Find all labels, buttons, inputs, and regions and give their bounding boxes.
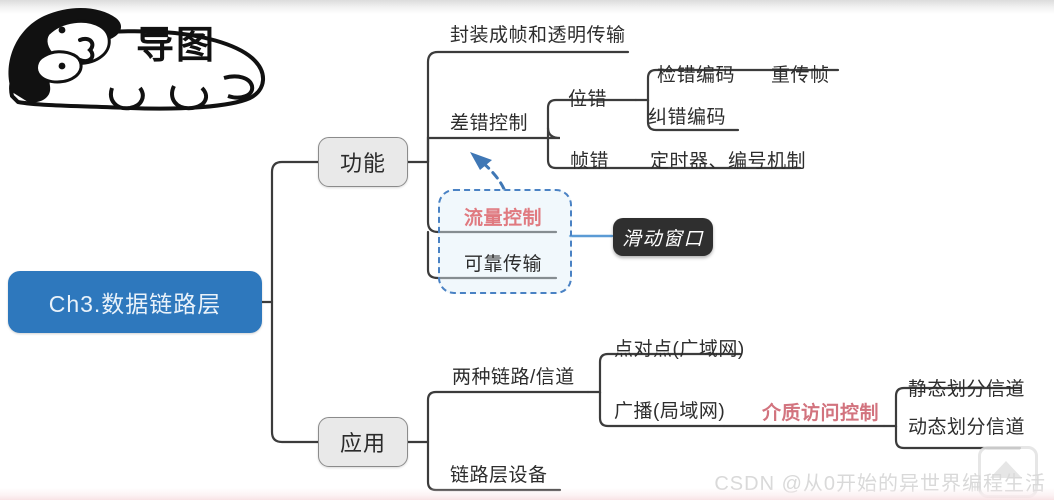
label-bit-error[interactable]: 位错 — [568, 84, 607, 111]
label-broadcast[interactable]: 广播(局域网) — [614, 396, 725, 423]
label-timer-seq-text: 定时器、编号机制 — [650, 151, 807, 172]
label-medium-access-control[interactable]: 介质访问控制 — [762, 398, 879, 425]
label-frame-error[interactable]: 帧错 — [570, 146, 609, 173]
label-framing-text: 封装成帧和透明传输 — [450, 25, 626, 46]
label-detect-code-text: 检错编码 — [657, 65, 736, 86]
callout-node-sliding-window-label: 滑动窗口 — [621, 228, 704, 250]
label-flow-control[interactable]: 流量控制 — [464, 203, 542, 230]
label-dynamic-channel-text: 动态划分信道 — [908, 417, 1026, 438]
callout-node-sliding-window[interactable]: 滑动窗口 — [613, 218, 713, 256]
branch-node-application[interactable]: 应用 — [318, 417, 408, 467]
label-framing[interactable]: 封装成帧和透明传输 — [450, 20, 626, 47]
branch-node-function[interactable]: 功能 — [318, 137, 408, 187]
label-timer-seq[interactable]: 定时器、编号机制 — [650, 146, 806, 173]
csdn-watermark-text: CSDN @从0开始的异世界编程生活 — [714, 473, 1046, 495]
csdn-watermark: CSDN @从0开始的异世界编程生活 — [714, 467, 1046, 496]
label-reliable-transfer[interactable]: 可靠传输 — [464, 249, 542, 276]
label-reliable-transfer-text: 可靠传输 — [464, 254, 543, 275]
root-node[interactable]: Ch3.数据链路层 — [8, 271, 262, 333]
label-link-layer-device[interactable]: 链路层设备 — [450, 460, 548, 487]
label-error-control[interactable]: 差错控制 — [450, 108, 528, 135]
label-frame-error-text: 帧错 — [570, 151, 610, 172]
label-medium-access-control-text: 介质访问控制 — [762, 403, 880, 424]
label-correct-code-text: 纠错编码 — [648, 107, 727, 128]
label-dynamic-channel[interactable]: 动态划分信道 — [908, 412, 1025, 439]
branch-node-application-label: 应用 — [339, 431, 386, 456]
label-retransmit-frame-text: 重传帧 — [771, 65, 830, 86]
blue-arrow-head — [470, 152, 492, 170]
label-static-channel-text: 静态划分信道 — [908, 379, 1026, 400]
label-bit-error-text: 位错 — [568, 89, 608, 110]
label-flow-control-text: 流量控制 — [464, 208, 543, 229]
label-broadcast-text: 广播(局域网) — [614, 401, 726, 422]
label-link-channel-text: 两种链路/信道 — [452, 367, 575, 388]
label-link-layer-device-text: 链路层设备 — [450, 465, 548, 486]
cat-doodle-sticker — [8, 7, 265, 111]
label-detect-code[interactable]: 检错编码 — [657, 60, 735, 87]
label-point-to-point-text: 点对点(广域网) — [614, 339, 745, 360]
label-point-to-point[interactable]: 点对点(广域网) — [614, 334, 745, 361]
label-link-channel[interactable]: 两种链路/信道 — [452, 362, 575, 389]
label-error-control-text: 差错控制 — [450, 113, 529, 134]
sticker-label-text: 导图 — [136, 25, 217, 67]
branch-node-function-label: 功能 — [339, 151, 386, 176]
label-correct-code[interactable]: 纠错编码 — [648, 102, 726, 129]
label-static-channel[interactable]: 静态划分信道 — [908, 374, 1025, 401]
sticker-label: 导图 — [136, 14, 216, 69]
label-retransmit-frame[interactable]: 重传帧 — [771, 60, 830, 87]
root-node-label: Ch3.数据链路层 — [48, 291, 222, 317]
